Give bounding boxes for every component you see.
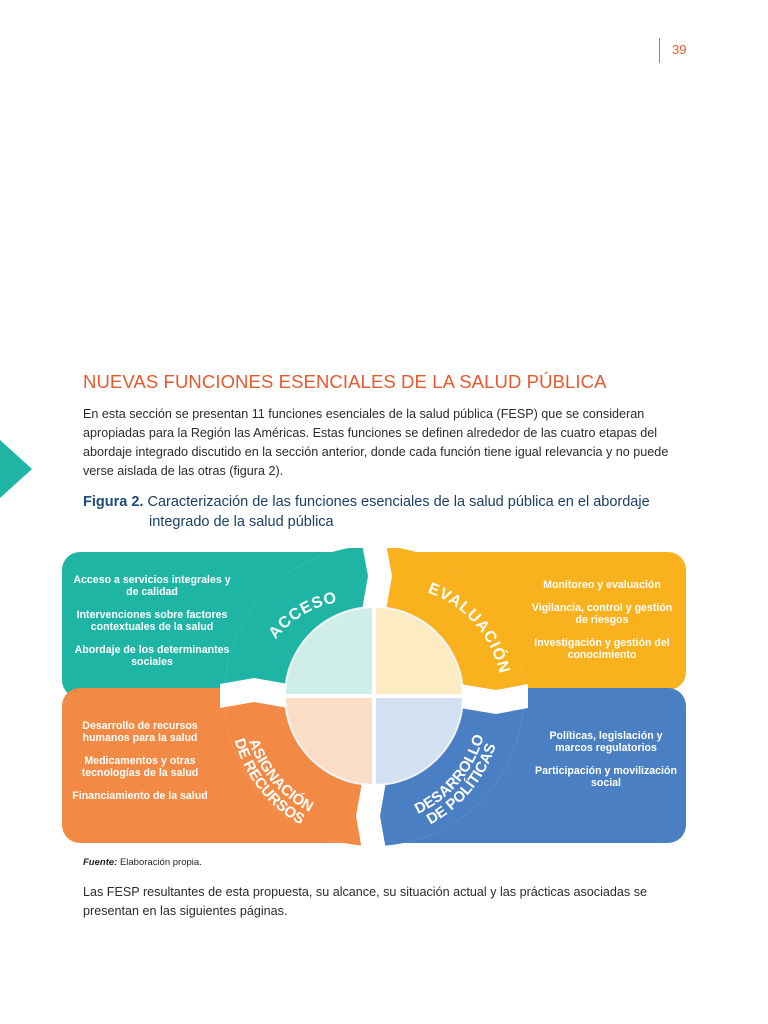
evaluacion-item-1: Monitoreo y evaluación [543, 579, 661, 591]
asignacion-item-2: Medicamentos y otras tecnologías de la s… [81, 755, 199, 779]
desarrollo-item-1: Políticas, legislación y marcos regulato… [549, 730, 663, 754]
intro-paragraph: En esta sección se presentan 11 funcione… [83, 407, 669, 478]
inner-quarter-desarrollo [374, 696, 462, 784]
acceso-item-3: Abordaje de los determinantes sociales [74, 644, 230, 668]
asignacion-item-3: Financiamiento de la salud [72, 790, 208, 802]
section-tab-marker [0, 440, 32, 498]
page-number-divider [659, 38, 660, 63]
source-text: Elaboración propia. [119, 857, 202, 868]
arrow-tip-bottom [356, 782, 386, 848]
arrow-tip-top [362, 548, 392, 610]
arrow-tip-left [220, 678, 288, 708]
inner-quarter-evaluacion [374, 608, 462, 696]
acceso-item-1: Acceso a servicios integrales y de calid… [73, 574, 231, 598]
ring-segment-asignacion [224, 696, 374, 846]
closing-paragraph: Las FESP resultantes de esta propuesta, … [83, 885, 648, 918]
source-label: Fuente: [83, 857, 118, 868]
evaluacion-item-2: Vigilancia, control y gestión de riesgos [531, 602, 673, 626]
fesp-figure: ACCESO EVALUACIÓN ASIGNACIÓN DE RECURSOS… [62, 548, 686, 848]
ring-segment-evaluacion [374, 548, 524, 696]
page-number: 39 [672, 42, 687, 57]
figure-label: Figura 2. [83, 494, 144, 510]
ring-segment-acceso [224, 548, 374, 696]
fesp-diagram: ACCESO EVALUACIÓN ASIGNACIÓN DE RECURSOS… [62, 548, 686, 848]
evaluacion-functions: Monitoreo y evaluación Vigilancia, contr… [528, 579, 676, 672]
figure-title: Caracterización de las funciones esencia… [147, 494, 650, 530]
desarrollo-functions: Políticas, legislación y marcos regulato… [534, 730, 678, 800]
asignacion-functions: Desarrollo de recursos humanos para la s… [68, 720, 212, 813]
acceso-functions: Acceso a servicios integrales y de calid… [68, 574, 236, 679]
figure-source: Fuente: Elaboración propia. [83, 857, 202, 868]
desarrollo-item-2: Participación y movilización social [535, 765, 677, 789]
evaluacion-item-3: Investigación y gestión del conocimiento [534, 637, 670, 661]
ring-segment-desarrollo [374, 696, 524, 846]
acceso-item-2: Intervenciones sobre factores contextual… [76, 609, 228, 633]
inner-quarter-acceso [286, 608, 374, 696]
section-title: NUEVAS FUNCIONES ESENCIALES DE LA SALUD … [83, 371, 607, 392]
asignacion-item-1: Desarrollo de recursos humanos para la s… [82, 720, 198, 744]
figure-caption: Figura 2. Caracterización de las funcion… [83, 492, 683, 532]
arrow-tip-right [460, 684, 528, 714]
inner-quarter-asignacion [286, 696, 374, 784]
